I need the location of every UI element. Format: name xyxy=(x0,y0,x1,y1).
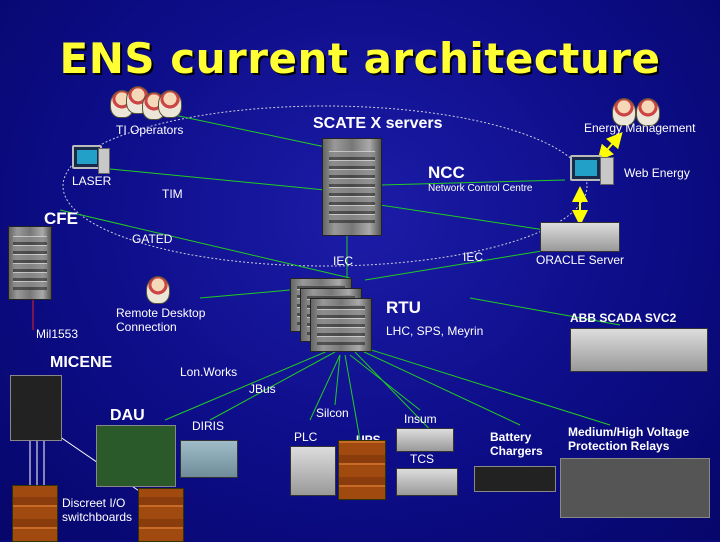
label-mil1553: Mil1553 xyxy=(36,327,79,341)
label-diris: DIRIS xyxy=(192,419,225,433)
label-dau: DAU xyxy=(110,407,145,424)
insum-unit xyxy=(396,428,454,452)
label-energy-management: Energy Management xyxy=(584,121,696,135)
link-lonworks xyxy=(164,349,331,421)
link-ti-scate xyxy=(159,111,331,149)
label-gated: GATED xyxy=(132,232,173,246)
link-jbus-diris xyxy=(209,351,336,421)
dau-board xyxy=(96,425,176,487)
label-abb-scada: ABB SCADA SVC2 xyxy=(570,311,677,325)
label-iec-2: IEC xyxy=(463,250,484,264)
label-battery-chargers: Battery Chargers xyxy=(490,430,543,458)
label-tim: TIM xyxy=(162,187,183,201)
label-rtu: RTU xyxy=(386,298,421,317)
web-energy-computer-icon xyxy=(570,155,602,181)
label-insum: Insum xyxy=(404,412,437,426)
oracle-server-icon xyxy=(540,222,620,252)
micene-panel xyxy=(10,375,62,441)
label-scate-servers: SCATE X servers xyxy=(313,115,443,132)
link-em-arrow xyxy=(597,131,623,162)
web-energy-computer-tower xyxy=(600,157,614,185)
link-relays xyxy=(364,347,611,426)
tcs-unit xyxy=(396,468,458,496)
label-oracle-server: ORACLE Server xyxy=(536,253,625,267)
label-web-energy: Web Energy xyxy=(624,166,690,180)
link-battery xyxy=(359,349,521,426)
link-silcon xyxy=(334,354,341,406)
label-tcs: TCS xyxy=(410,452,434,466)
ups-cabinet xyxy=(338,440,386,500)
label-iec-1: IEC xyxy=(333,254,354,268)
label-cfe: CFE xyxy=(44,209,78,228)
label-lhc: LHC, SPS, Meyrin xyxy=(386,324,484,338)
link-cfe-gated xyxy=(59,209,351,279)
label-micene: MICENE xyxy=(50,354,113,371)
label-ti-operators: TI Operators xyxy=(116,123,184,137)
protection-relays-panel xyxy=(560,458,710,518)
label-lonworks: Lon.Works xyxy=(180,365,238,379)
label-silcon: Silcon xyxy=(316,406,349,420)
ncc-server-rack xyxy=(322,138,382,236)
energy-person-icon xyxy=(636,98,660,126)
label-jbus: JBus xyxy=(249,382,276,396)
link-ups xyxy=(344,354,361,441)
laser-computer-tower xyxy=(98,148,110,174)
link-oracle-rtu xyxy=(364,247,561,281)
link-ncc-web xyxy=(379,179,566,186)
link-plc xyxy=(309,354,341,421)
plc-unit xyxy=(290,446,336,496)
remote-user-person-icon xyxy=(146,276,170,304)
slide-title: ENS current architecture xyxy=(59,34,661,83)
switchboard-cabinet xyxy=(12,485,58,542)
diris-meter xyxy=(180,440,238,478)
label-laser: LASER xyxy=(72,174,112,188)
link-rtu-abb xyxy=(469,297,621,326)
label-remote-desktop: Remote Desktop Connection xyxy=(116,306,206,334)
abb-scada-cabinet xyxy=(570,328,708,372)
link-tcs xyxy=(354,351,441,441)
switchboard-cabinet xyxy=(138,488,184,542)
rtu-unit-3 xyxy=(310,298,372,352)
label-ncc-sub: Network Control Centre xyxy=(428,183,533,194)
cfe-rack xyxy=(8,226,52,300)
operator-person-icon xyxy=(158,90,182,118)
energy-person-icon xyxy=(612,98,636,126)
label-protection-relays: Medium/High Voltage Protection Relays xyxy=(568,425,690,453)
link-ncc-oracle xyxy=(379,204,546,231)
link-laser-ncc xyxy=(99,167,326,191)
label-plc: PLC xyxy=(294,430,318,444)
link-rdc xyxy=(199,289,291,299)
label-ncc: NCC xyxy=(428,163,465,182)
label-discreet-io: Discreet I/O switchboards xyxy=(62,496,133,524)
battery-charger-unit xyxy=(474,466,556,492)
